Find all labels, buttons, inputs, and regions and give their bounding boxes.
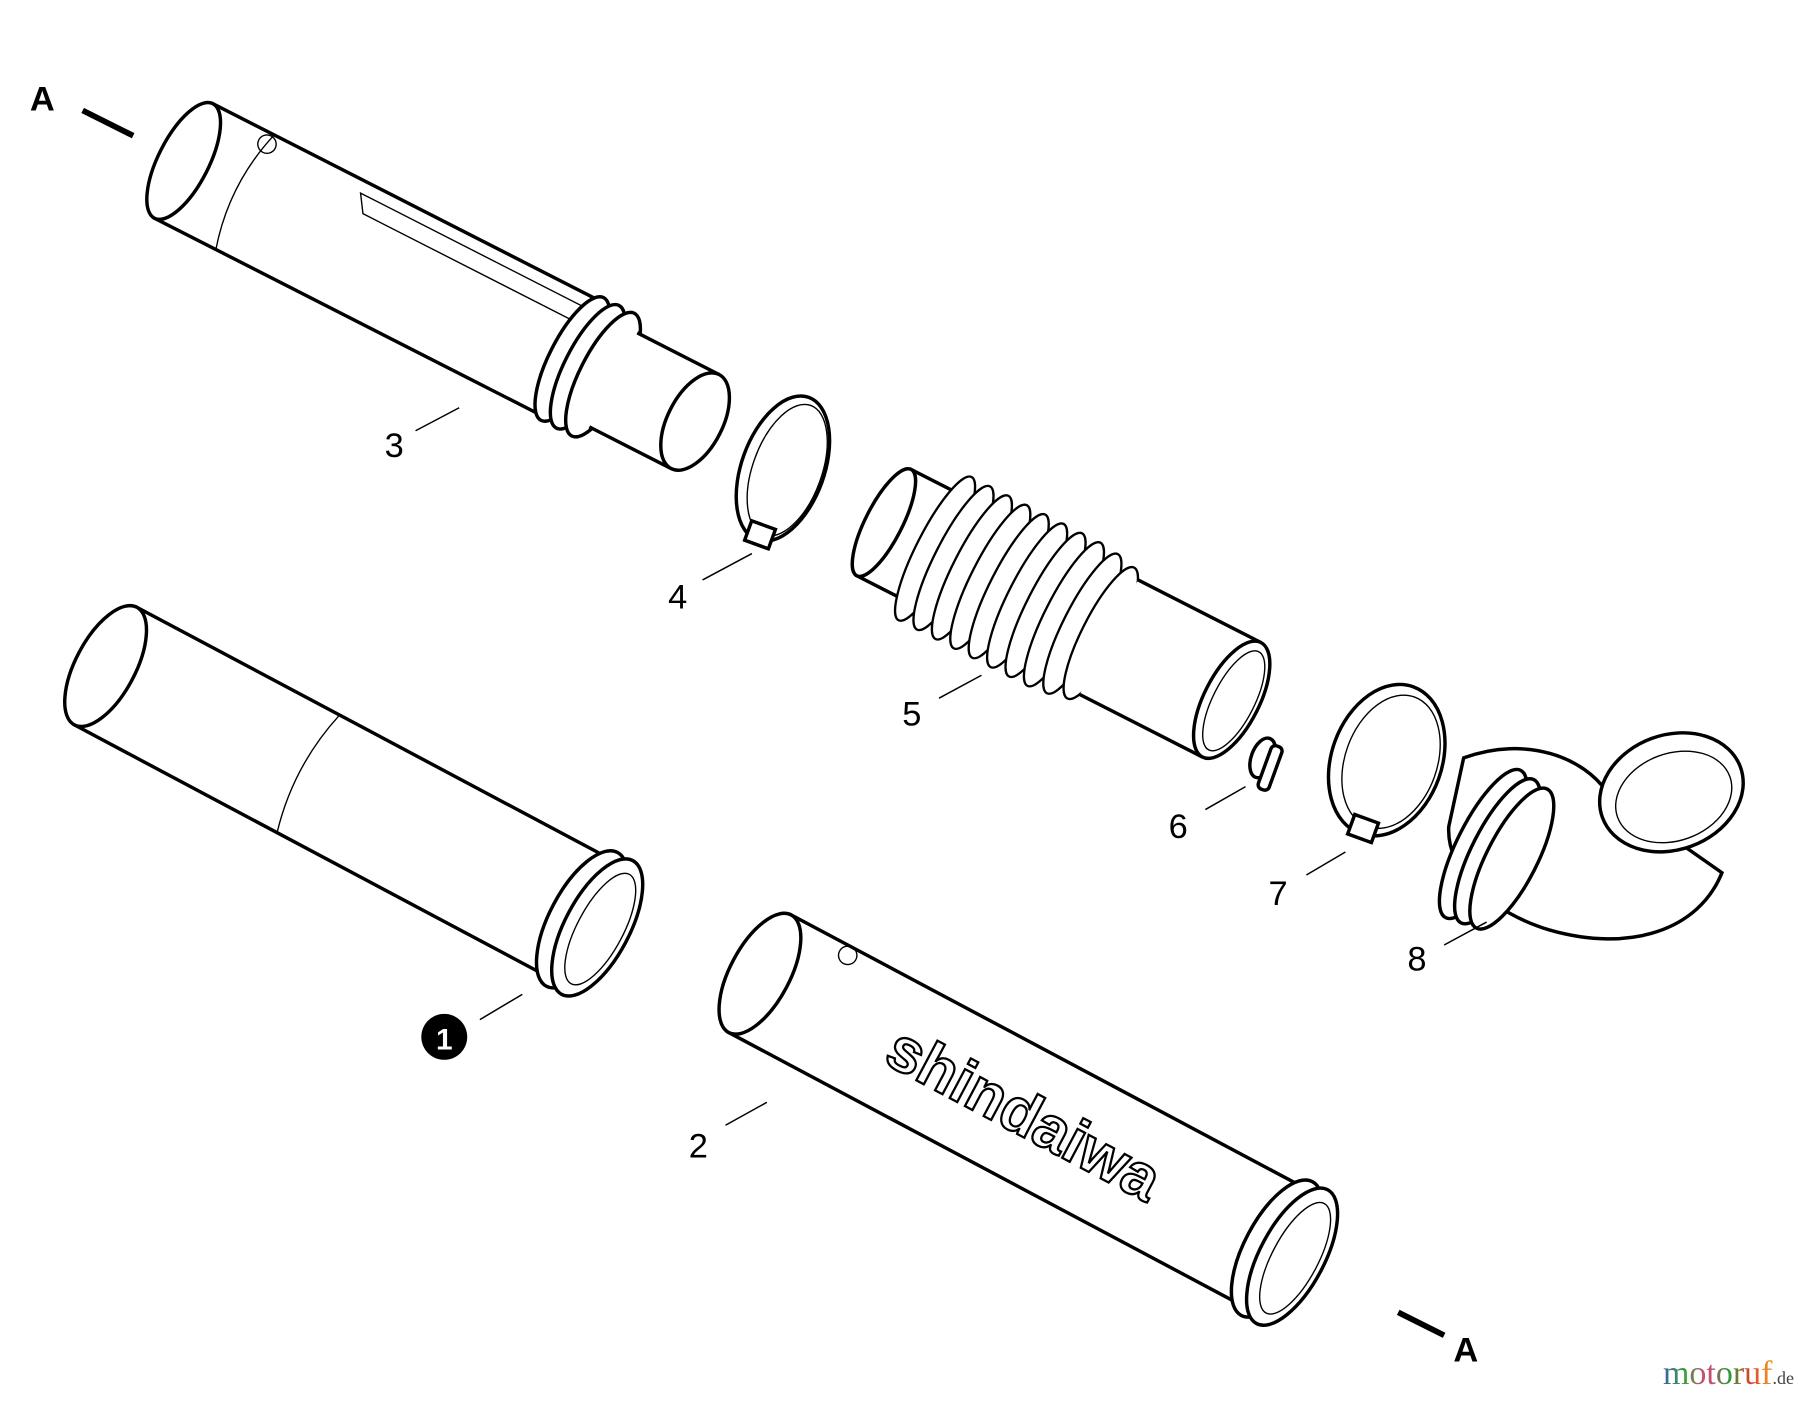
callout-1: 1 [436, 1023, 453, 1056]
part-8-elbow [1437, 731, 1745, 941]
callout-1-badge [421, 1013, 468, 1060]
callout-2: 2 [689, 1127, 708, 1165]
section-marker-line [81, 107, 135, 139]
section-marker-line [1396, 1309, 1446, 1338]
callout-5: 5 [902, 696, 921, 734]
watermark-text: motoruf [1662, 1355, 1773, 1392]
callout-3: 3 [385, 427, 404, 465]
section-marker-a-bottom: A [1453, 1332, 1478, 1370]
part-5-flex-bellows [850, 467, 1272, 761]
callout-7: 7 [1268, 875, 1287, 913]
part-3-tube [145, 100, 732, 472]
section-marker-a-top: A [30, 80, 55, 118]
callout-8: 8 [1407, 940, 1426, 978]
part-4-hose-clamp [734, 394, 832, 552]
callout-6: 6 [1169, 808, 1188, 846]
watermark-suffix: .de [1772, 1368, 1795, 1388]
part-2-tube: shindaiwa [717, 911, 1340, 1327]
part-6-fitting [1248, 736, 1284, 792]
callout-4: 4 [668, 579, 687, 617]
part-1-tube [63, 603, 645, 998]
watermark: motoruf.de [1663, 1355, 1794, 1393]
part-7-hose-clamp [1326, 682, 1447, 845]
